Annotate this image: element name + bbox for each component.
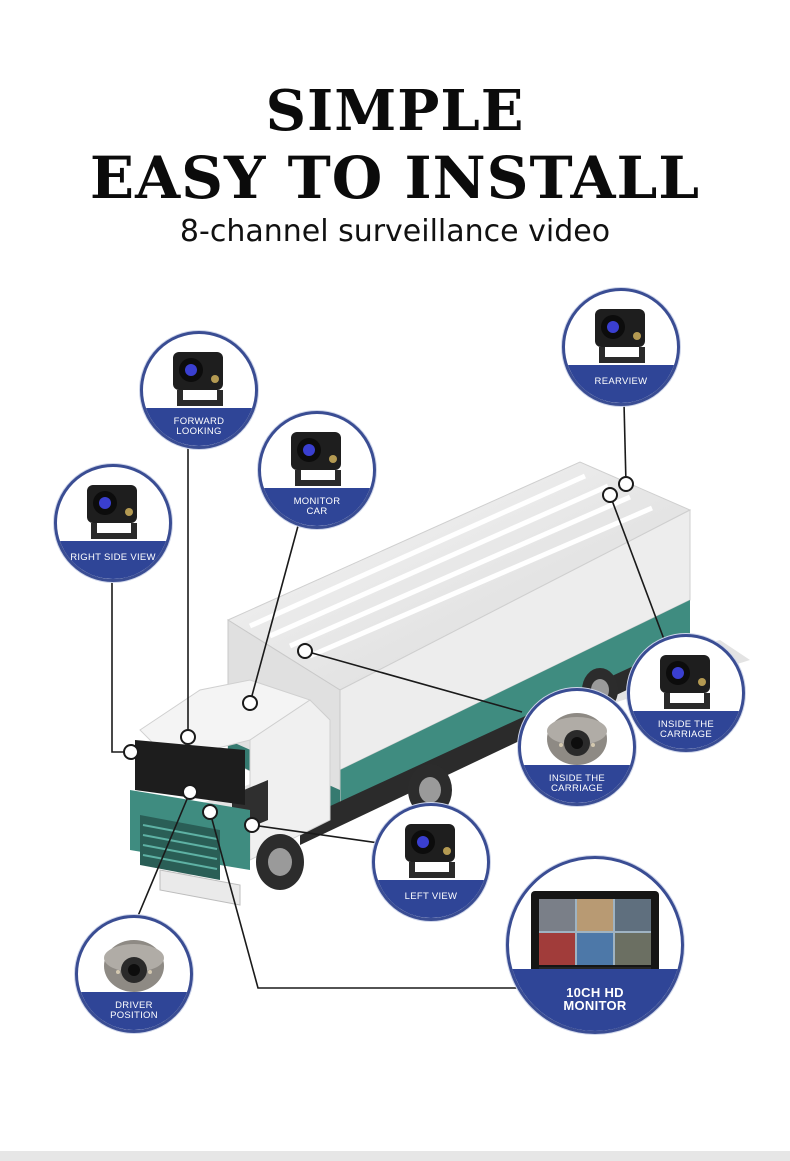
grille-bars <box>142 824 218 870</box>
square-camera-icon <box>87 485 137 539</box>
camera-monitor-car[interactable]: MONITOR CAR <box>258 411 376 529</box>
camera-label: INSIDE THE CARRIAGE <box>657 719 715 741</box>
camera-label: MONITOR CAR <box>293 496 341 518</box>
caption-band <box>509 969 681 1031</box>
camera-label: INSIDE THE CARRIAGE <box>548 773 606 795</box>
dome-camera-icon <box>547 713 607 765</box>
caption-band <box>375 879 487 918</box>
camera-inside-carriage-square[interactable]: INSIDE THE CARRIAGE <box>627 634 745 752</box>
roof-stripes <box>248 473 653 659</box>
square-camera-icon <box>595 309 645 363</box>
camera-rearview[interactable]: REARVIEW <box>562 288 680 406</box>
camera-label: LEFT VIEW <box>404 891 458 903</box>
caption-band <box>261 487 373 526</box>
camera-right-side-view[interactable]: RIGHT SIDE VIEW <box>54 464 172 582</box>
dome-camera-icon <box>104 940 164 992</box>
camera-label: REARVIEW <box>594 376 648 388</box>
square-camera-icon <box>405 824 455 878</box>
headline-easy-to-install: EASY TO INSTALL <box>89 144 701 212</box>
caption-band <box>521 764 633 803</box>
monitor-label: 10CH HD MONITOR <box>563 985 627 1014</box>
caption-band <box>565 364 677 403</box>
square-camera-icon <box>173 352 223 406</box>
caption-band <box>143 407 255 446</box>
truck-windshield <box>135 740 245 805</box>
caption-band <box>630 710 742 749</box>
camera-forward-looking[interactable]: FORWARD LOOKING <box>140 331 258 449</box>
camera-label: FORWARD LOOKING <box>173 416 225 438</box>
square-camera-icon <box>291 432 341 486</box>
truck-bumper <box>159 869 241 906</box>
headline-simple: SIMPLE <box>265 78 525 144</box>
caption-band <box>57 540 169 579</box>
footer-bar <box>0 1151 790 1161</box>
camera-driver-position[interactable]: DRIVER POSITION <box>75 915 193 1033</box>
mount-points <box>123 476 634 833</box>
camera-label: DRIVER POSITION <box>110 1000 158 1022</box>
front-wheel-hub <box>268 848 292 876</box>
camera-label: RIGHT SIDE VIEW <box>70 552 156 564</box>
monitor-10ch-hd[interactable]: 10CH HD MONITOR <box>506 856 684 1034</box>
square-camera-icon <box>660 655 710 709</box>
subtitle: 8-channel surveillance video <box>179 214 611 249</box>
camera-left-view[interactable]: LEFT VIEW <box>372 803 490 921</box>
caption-band <box>78 991 190 1030</box>
camera-inside-carriage-dome[interactable]: INSIDE THE CARRIAGE <box>518 688 636 806</box>
